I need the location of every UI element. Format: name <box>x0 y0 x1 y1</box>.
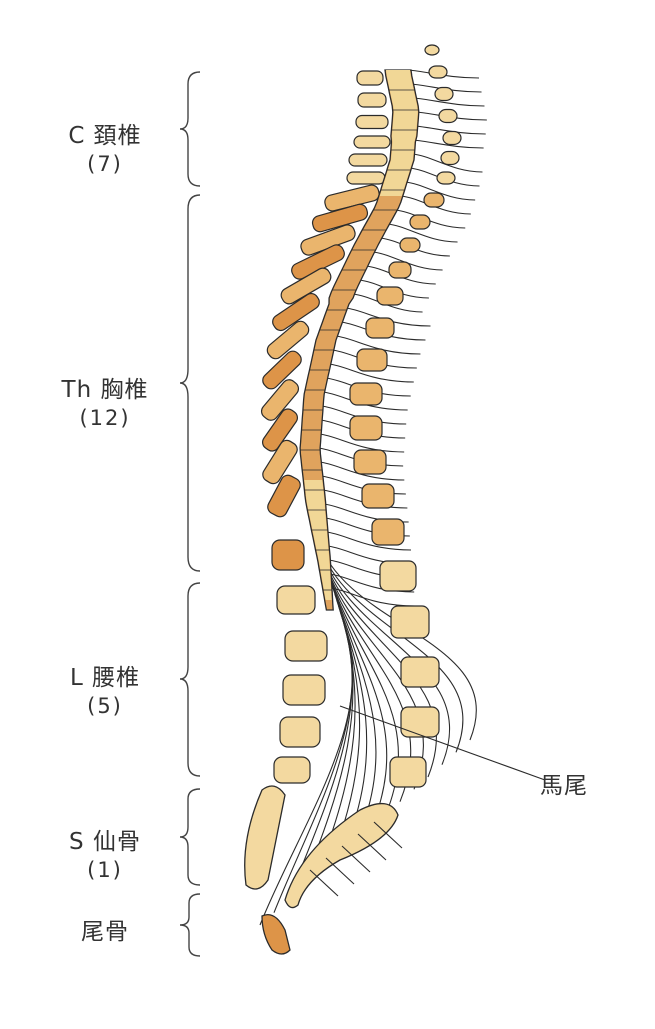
thoracic-name: Th 胸椎 <box>61 377 149 403</box>
lumbar-brace <box>179 582 201 777</box>
thoracic-brace <box>179 194 201 572</box>
nerve-root <box>318 447 404 467</box>
posterior-process <box>434 86 454 102</box>
posterior-process <box>388 261 412 279</box>
cervical-vertebra <box>357 92 387 108</box>
sacral-nerve <box>373 821 403 849</box>
nerve-root <box>322 489 408 509</box>
sacrum-brace <box>179 788 201 886</box>
cervical-vertebra <box>355 114 389 130</box>
posterior-process <box>349 415 383 441</box>
label-coccyx: 尾骨 <box>40 912 170 946</box>
label-lumbar: L 腰椎 (5) <box>40 658 170 718</box>
coccyx <box>261 913 291 955</box>
posterior-process <box>361 483 395 509</box>
cauda-fiber <box>321 551 450 765</box>
thoracic-vertebra <box>262 350 302 390</box>
cauda-fiber <box>259 629 354 926</box>
lumbar-name: L 腰椎 <box>69 665 141 691</box>
cervical-brace <box>179 71 201 187</box>
lumbar-vertebra <box>282 674 326 706</box>
cervical-vertebra <box>348 153 388 167</box>
posterior-process <box>436 171 456 185</box>
sacral-nerve <box>341 845 371 873</box>
nerve-root <box>405 181 476 201</box>
cervical-name: C 頚椎 <box>68 123 142 149</box>
posterior-process <box>400 706 440 738</box>
cervical-count: (7) <box>87 152 123 176</box>
nerve-root <box>319 433 405 453</box>
posterior-process <box>440 150 460 166</box>
posterior-process <box>365 317 395 339</box>
thoracic-vertebra <box>266 320 310 360</box>
posterior-process <box>379 560 417 592</box>
thoracic-vertebra <box>280 267 332 305</box>
cervical-vertebra <box>356 70 384 86</box>
posterior-process <box>356 348 388 372</box>
nerve-root <box>415 125 486 135</box>
sacrum-count: (1) <box>87 858 123 882</box>
spinal-cord-upper <box>379 70 418 196</box>
thoracic-count: (12) <box>79 406 131 430</box>
posterior-process <box>390 605 430 639</box>
nerve-root <box>387 223 458 243</box>
cauda-equina-label: 馬尾 <box>540 773 588 799</box>
cauda-fiber <box>273 623 353 913</box>
lumbar-vertebra <box>284 630 328 662</box>
sacrum-front <box>244 785 286 890</box>
sacral-nerve <box>357 833 387 861</box>
thoracic-vertebra <box>262 439 298 485</box>
lumbar-count: (5) <box>87 694 123 718</box>
posterior-process <box>389 756 427 788</box>
cervical-vertebra <box>353 135 391 149</box>
posterior-process <box>349 382 383 406</box>
sacral-nerve <box>325 857 355 885</box>
posterior-process <box>399 237 421 253</box>
posterior-process <box>428 65 448 79</box>
spinal-cord-lower <box>304 480 332 600</box>
thoracic-vertebra <box>267 474 301 518</box>
nerve-root <box>325 531 412 551</box>
cauda-fiber <box>319 545 464 753</box>
thoracic-vertebra <box>260 379 300 421</box>
lumbar-vertebra <box>276 585 316 615</box>
cauda-fiber <box>330 581 388 827</box>
thoracic-vertebra <box>261 408 299 452</box>
nerve-root <box>335 335 421 355</box>
posterior-process <box>400 656 440 688</box>
label-thoracic: Th 胸椎 (12) <box>40 370 170 430</box>
posterior-process <box>424 44 440 56</box>
lumbar-vertebra <box>279 716 321 748</box>
label-cervical: C 頚椎 (7) <box>40 116 170 176</box>
thoracic-vertebra <box>272 292 320 332</box>
nerve-root <box>321 405 407 425</box>
posterior-process <box>442 130 462 146</box>
nerve-root <box>413 139 484 149</box>
posterior-process <box>376 286 404 306</box>
lumbar-vertebra <box>273 756 311 784</box>
coccyx-brace <box>179 893 201 957</box>
cauda-fiber <box>332 587 377 839</box>
spinal-cord <box>299 69 420 611</box>
nerve-root <box>328 363 414 383</box>
cervical-vertebra <box>346 171 386 185</box>
posterior-process <box>353 449 387 475</box>
coccyx-name: 尾骨 <box>81 919 129 945</box>
nerve-root <box>414 97 485 107</box>
posterior-process <box>409 214 431 230</box>
cauda-callout-line <box>339 705 546 781</box>
sacral-nerve <box>309 869 339 897</box>
sacrum-back <box>284 803 399 909</box>
nerve-root <box>319 461 405 481</box>
cauda-fiber <box>324 563 424 790</box>
posterior-process <box>438 108 458 124</box>
sacrum-name: S 仙骨 <box>69 829 141 855</box>
posterior-process <box>423 192 445 208</box>
thoracic-vertebra <box>271 539 305 571</box>
posterior-process <box>371 518 405 546</box>
label-sacrum: S 仙骨 (1) <box>40 822 170 882</box>
